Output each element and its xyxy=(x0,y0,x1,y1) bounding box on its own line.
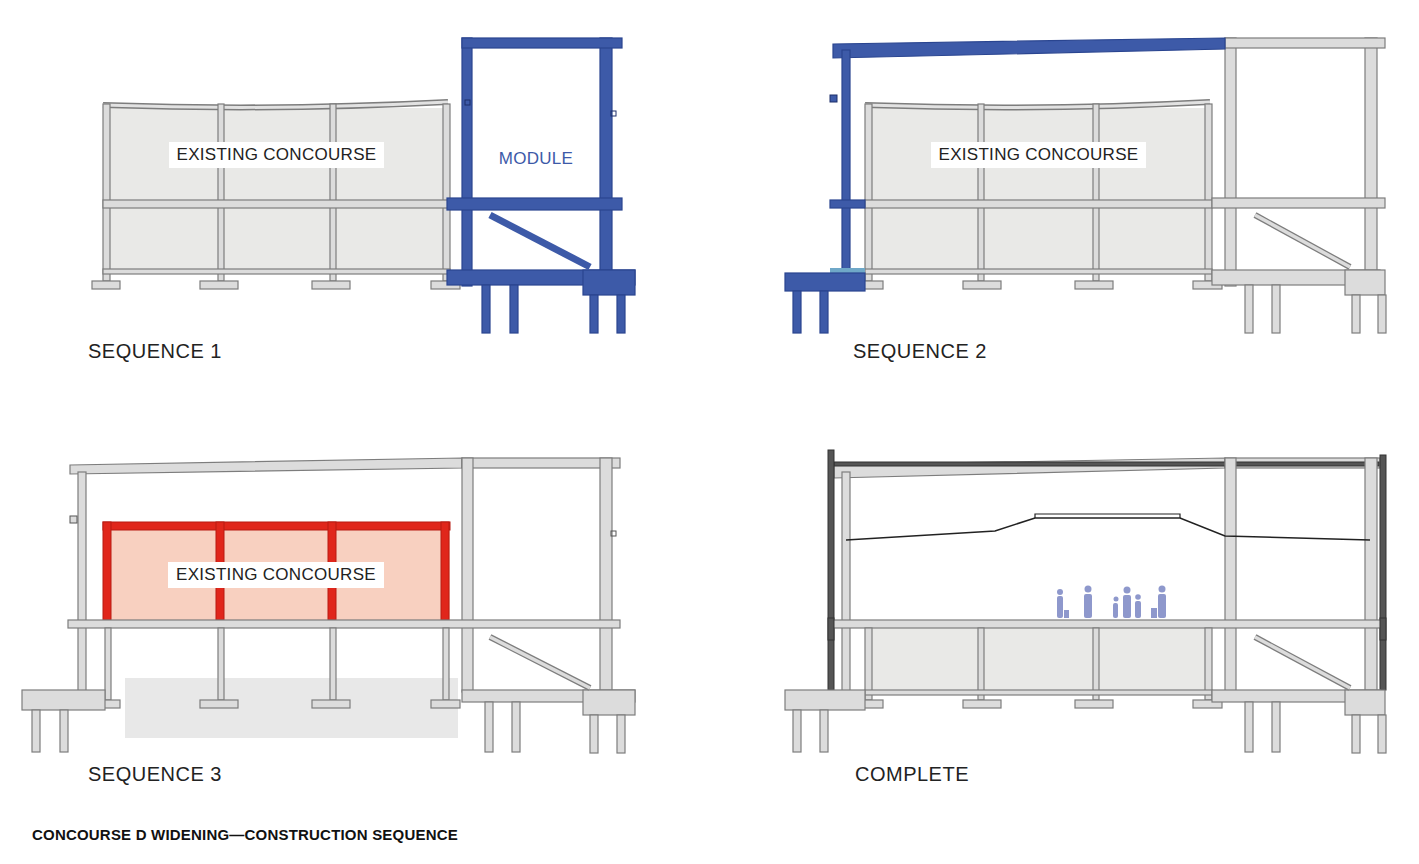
node-label: EXISTING CONCOURSE xyxy=(169,142,385,168)
sequence-2-structure xyxy=(785,38,1386,333)
module-frame xyxy=(447,38,635,333)
sequence-label: SEQUENCE 3 xyxy=(88,763,222,786)
node-label: EXISTING CONCOURSE xyxy=(931,142,1147,168)
existing-concourse: EXISTING CONCOURSE xyxy=(111,530,441,620)
figure-caption: CONCOURSE D WIDENING—CONSTRUCTION SEQUEN… xyxy=(32,826,458,843)
module-box: MODULE xyxy=(472,110,600,208)
sequence-3-structure xyxy=(22,458,635,753)
sequence-label: SEQUENCE 1 xyxy=(88,340,222,363)
sequence-label: COMPLETE xyxy=(855,763,969,786)
existing-concourse: EXISTING CONCOURSE xyxy=(110,110,443,200)
sequence-1-structure xyxy=(92,102,460,289)
sequence-label: SEQUENCE 2 xyxy=(853,340,987,363)
complete-structure xyxy=(785,450,1386,753)
people-figures xyxy=(1057,586,1166,619)
existing-concourse: EXISTING CONCOURSE xyxy=(872,110,1205,200)
node-label: MODULE xyxy=(499,149,574,169)
node-label: EXISTING CONCOURSE xyxy=(168,562,384,588)
